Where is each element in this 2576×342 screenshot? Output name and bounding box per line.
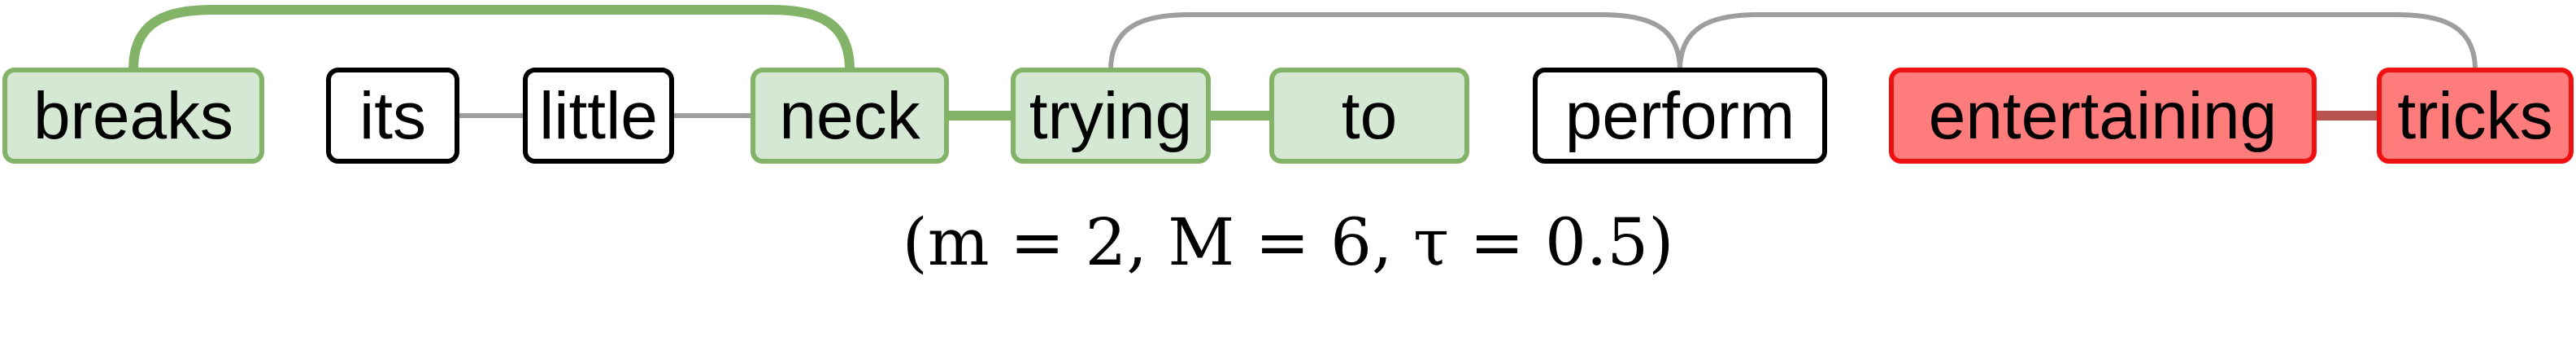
token-label: to xyxy=(1342,79,1397,153)
token-box xyxy=(523,68,674,164)
token-box xyxy=(2,68,264,164)
token-label: little xyxy=(539,79,658,153)
token-label: entertaining xyxy=(1929,79,2278,153)
token-box xyxy=(1011,68,1211,164)
links-layer xyxy=(128,4,2478,121)
token-little: little xyxy=(523,68,674,164)
token-trying: trying xyxy=(1011,68,1211,164)
token-box xyxy=(2377,68,2574,164)
token-label: perform xyxy=(1565,79,1795,153)
token-label: breaks xyxy=(33,79,233,153)
token-box xyxy=(1533,68,1827,164)
arc-breaks-neck xyxy=(128,4,855,71)
token-label: tricks xyxy=(2397,79,2552,153)
arc-trying-perform xyxy=(1108,12,1682,71)
parameter-caption: (m = 2, M = 6, τ = 0.5) xyxy=(903,204,1674,280)
token-label: trying xyxy=(1029,79,1193,153)
token-perform: perform xyxy=(1533,68,1827,164)
token-to: to xyxy=(1269,68,1469,164)
token-label: neck xyxy=(779,79,920,153)
token-tricks: tricks xyxy=(2377,68,2574,164)
tokens-layer: breaks its little neck trying to perform entert… xyxy=(2,68,2574,164)
token-neck: neck xyxy=(751,68,949,164)
token-box xyxy=(751,68,949,164)
arc-perform-tricks xyxy=(1677,12,2478,71)
token-entertaining: entertaining xyxy=(1889,68,2317,164)
token-box xyxy=(326,68,459,164)
token-breaks: breaks xyxy=(2,68,264,164)
token-box xyxy=(1269,68,1469,164)
token-box xyxy=(1889,68,2317,164)
token-label: its xyxy=(359,79,426,153)
token-its: its xyxy=(326,68,459,164)
